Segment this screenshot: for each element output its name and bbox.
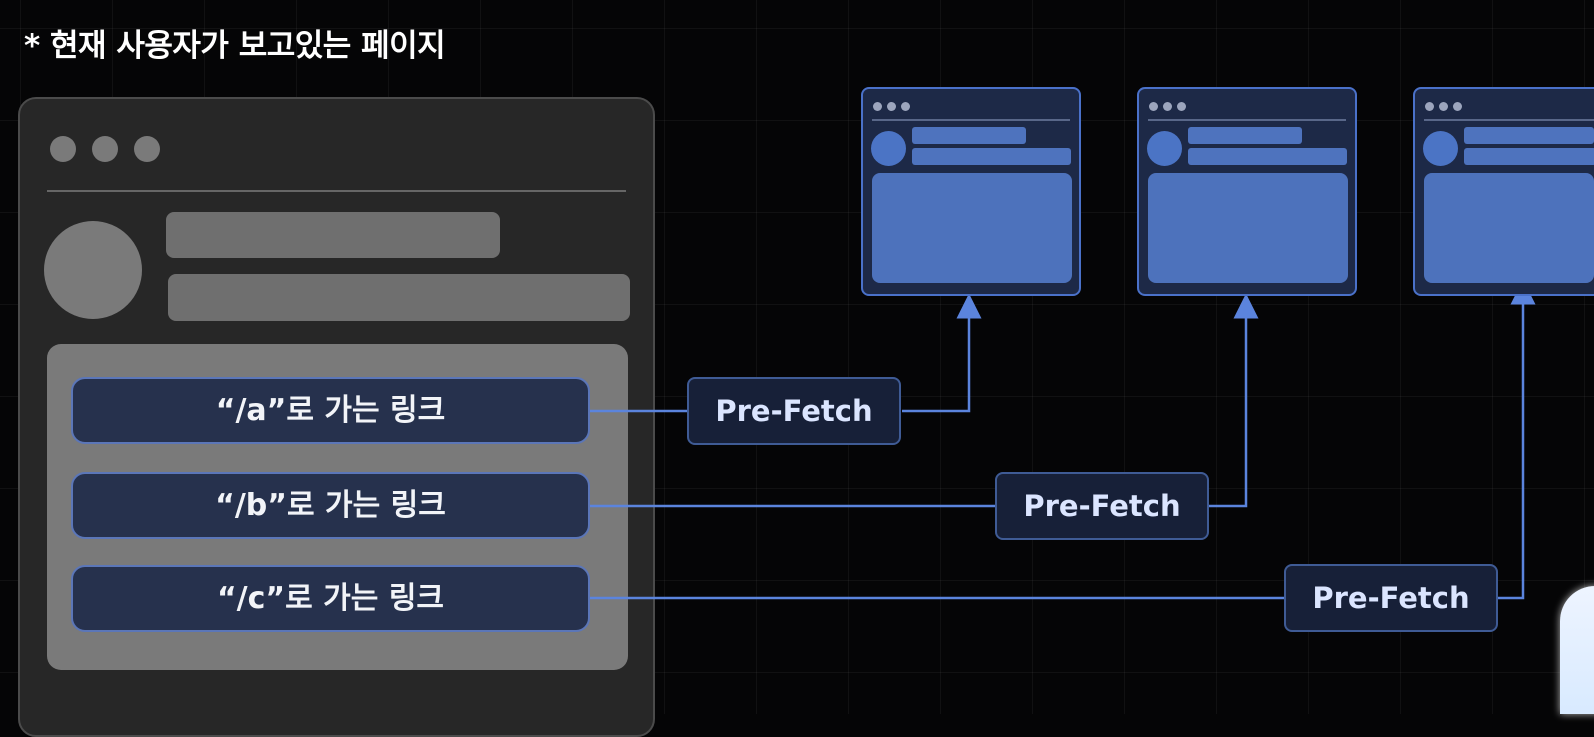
mini-avatar-placeholder bbox=[871, 131, 906, 166]
mini-header-line-placeholder bbox=[1188, 127, 1302, 144]
mini-window-dot-icon bbox=[887, 102, 896, 111]
prefetch-a-box[interactable]: Pre-Fetch bbox=[687, 377, 901, 445]
avatar-placeholder bbox=[44, 221, 142, 319]
mini-header-line-placeholder bbox=[912, 127, 1026, 144]
prefetched-page-c bbox=[1413, 87, 1594, 296]
mini-content-area bbox=[1148, 173, 1348, 283]
mini-window-dot-icon bbox=[1149, 102, 1158, 111]
mini-window-dot-icon bbox=[1439, 102, 1448, 111]
corner-highlight bbox=[1560, 586, 1594, 714]
mini-avatar-placeholder bbox=[1423, 131, 1458, 166]
mini-content-area bbox=[872, 173, 1072, 283]
prefetch-c-box[interactable]: Pre-Fetch bbox=[1284, 564, 1498, 632]
link-c-button[interactable]: “/c”로 가는 링크 bbox=[71, 565, 590, 632]
window-dot-icon bbox=[92, 136, 118, 162]
header-line-placeholder bbox=[166, 212, 500, 258]
prefetch-b-box[interactable]: Pre-Fetch bbox=[995, 472, 1209, 540]
mini-window-dot-icon bbox=[1177, 102, 1186, 111]
mini-window-divider bbox=[872, 119, 1070, 121]
mini-window-dot-icon bbox=[1453, 102, 1462, 111]
prefetched-page-a bbox=[861, 87, 1081, 296]
link-b-button[interactable]: “/b”로 가는 링크 bbox=[71, 472, 590, 539]
page-title: * 현재 사용자가 보고있는 페이지 bbox=[24, 28, 446, 64]
mini-window-dot-icon bbox=[1163, 102, 1172, 111]
window-divider bbox=[47, 190, 626, 192]
subheader-line-placeholder bbox=[168, 274, 630, 321]
mini-window-divider bbox=[1148, 119, 1346, 121]
mini-window-dot-icon bbox=[1425, 102, 1434, 111]
mini-header-line-placeholder bbox=[1464, 127, 1594, 144]
mini-window-dot-icon bbox=[901, 102, 910, 111]
prefetched-page-b bbox=[1137, 87, 1357, 296]
mini-subheader-line-placeholder bbox=[1464, 148, 1594, 165]
window-dot-icon bbox=[50, 136, 76, 162]
mini-avatar-placeholder bbox=[1147, 131, 1182, 166]
window-dot-icon bbox=[134, 136, 160, 162]
mini-window-dot-icon bbox=[873, 102, 882, 111]
mini-subheader-line-placeholder bbox=[912, 148, 1071, 165]
link-a-button[interactable]: “/a”로 가는 링크 bbox=[71, 377, 590, 444]
mini-subheader-line-placeholder bbox=[1188, 148, 1347, 165]
mini-content-area bbox=[1424, 173, 1594, 283]
mini-window-divider bbox=[1424, 119, 1594, 121]
